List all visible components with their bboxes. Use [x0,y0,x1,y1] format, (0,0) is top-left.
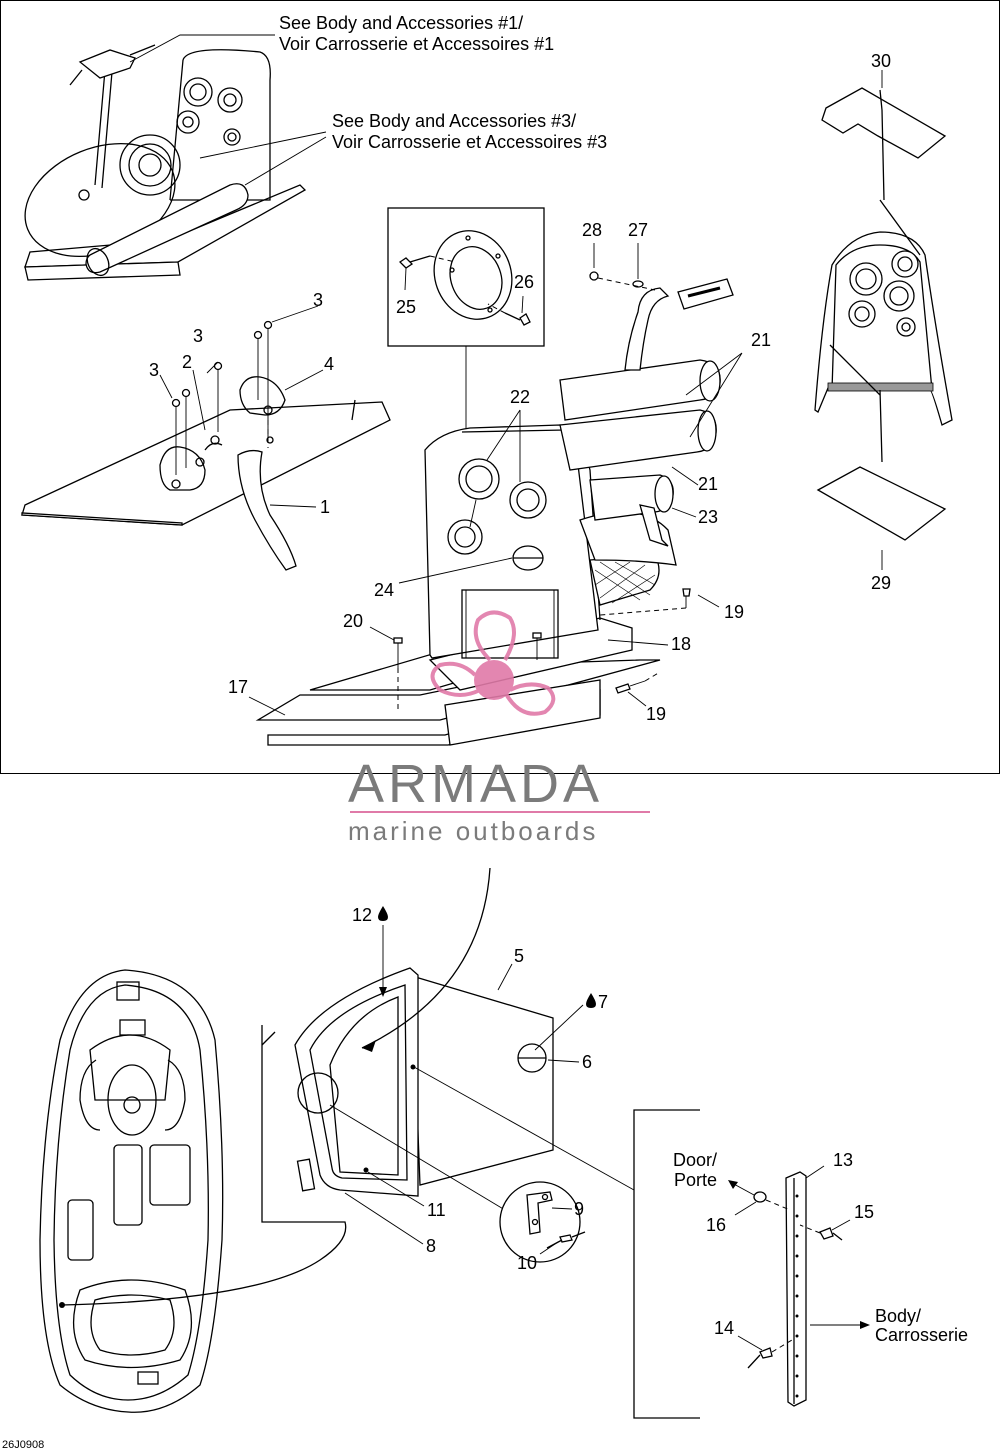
callout-10: 10 [517,1253,537,1273]
gauge-cover-detail [398,230,531,326]
drawing-code: 26J0908 [2,1439,44,1451]
note-body-accessories-3-fr: Voir Carrosserie et Accessoires #3 [332,132,607,152]
callout-18: 18 [671,634,691,654]
cable-clamp-assembly [21,320,391,571]
callout-28: 28 [582,220,602,240]
watermark-brand: ARMADA [348,754,603,814]
callout-12: 12 [352,905,372,925]
callout-3: 3 [149,360,159,380]
callout-17: 17 [228,677,248,697]
callout-9: 9 [574,1199,584,1219]
callout-27: 27 [628,220,648,240]
door-assembly [294,967,554,1197]
callout-24: 24 [374,580,394,600]
callout-13: 13 [833,1150,853,1170]
watermark: ARMADA marine outboards [348,754,650,846]
note-door-fr: Porte [674,1170,717,1190]
callout-25: 25 [396,297,416,317]
detail-circle-hinge [499,1181,581,1263]
leader-body-accessories-3 [199,131,327,186]
watermark-tagline: marine outboards [348,816,598,846]
callout-11: 11 [427,1200,446,1220]
callout-16: 16 [706,1215,726,1235]
callout-3: 3 [313,290,323,310]
reference-assembly-sketch [24,44,307,281]
leader-body-accessories-1 [129,34,275,63]
note-door-en: Door/ [673,1150,717,1170]
adhesive-drop-icon [378,906,388,921]
callout-14: 14 [714,1318,734,1338]
callout-5: 5 [514,946,524,966]
note-body-accessories-3-en: See Body and Accessories #3/ [332,111,576,131]
callout-20: 20 [343,611,363,631]
callout-22: 22 [510,387,530,407]
callout-1: 1 [320,497,330,517]
callout-29: 29 [871,573,891,593]
callout-6: 6 [582,1052,592,1072]
callout-8: 8 [426,1236,436,1256]
watermark-propeller-logo [430,610,556,716]
hull-door-locator-line [61,1025,347,1306]
note-body-en: Body/ [875,1306,921,1326]
console-mats [814,87,953,541]
adhesive-drop-icon [586,993,596,1008]
callout-23: 23 [698,507,718,527]
callout-26: 26 [514,272,534,292]
callout-19: 19 [646,704,666,724]
detail-bracket-hinge-strip [633,1109,700,1419]
callout-4: 4 [324,354,334,374]
callout-3: 3 [193,326,203,346]
callout-2: 2 [182,352,192,372]
console-assembly [255,271,734,746]
hinge-strip-detail [747,1171,843,1407]
callout-15: 15 [854,1202,874,1222]
note-body-accessories-1-fr: Voir Carrosserie et Accessoires #1 [279,34,554,54]
callout-19: 19 [724,602,744,622]
hull-top-view [39,969,224,1413]
callout-21: 21 [751,330,771,350]
callout-30: 30 [871,51,891,71]
callout-7: 7 [598,992,608,1012]
note-body-accessories-1-en: See Body and Accessories #1/ [279,13,523,33]
note-body-fr: Carrosserie [875,1325,968,1345]
callout-21: 21 [698,474,718,494]
